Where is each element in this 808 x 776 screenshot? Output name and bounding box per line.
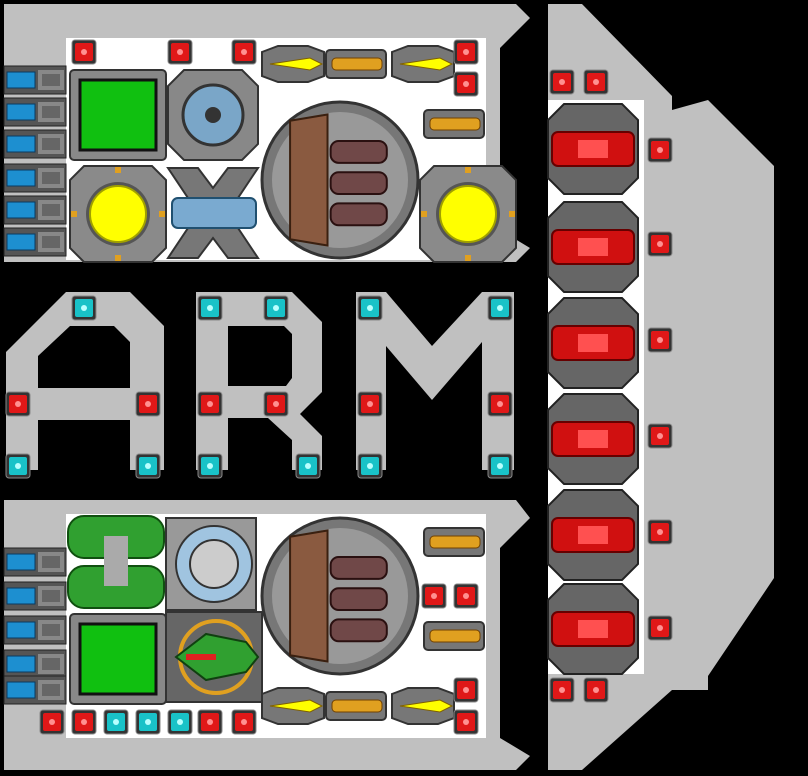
red-connector: [647, 327, 673, 353]
letter-r: [196, 292, 322, 470]
blue-battery-cell: [3, 65, 67, 95]
red-connector: [453, 39, 479, 65]
red-connector: [5, 391, 31, 417]
copper-rocket-pod: [260, 100, 420, 260]
dome-tank: [165, 517, 257, 611]
red-connector: [647, 137, 673, 163]
red-connector: [71, 39, 97, 65]
red-connector: [647, 423, 673, 449]
red-turret: [547, 583, 639, 675]
cyan-connector: [135, 453, 161, 479]
red-connector: [231, 709, 257, 735]
red-turret: [547, 201, 639, 293]
blue-battery-cell: [3, 227, 67, 257]
red-connector: [135, 391, 161, 417]
yellow-laser-gun: [325, 691, 387, 721]
cyan-connector: [197, 295, 223, 321]
blue-battery-cell: [3, 649, 67, 679]
red-connector: [263, 391, 289, 417]
copper-rocket-pod: [260, 516, 420, 676]
red-turret: [547, 393, 639, 485]
yellow-laser-gun: [261, 45, 325, 83]
blue-battery-cell: [3, 129, 67, 159]
cyan-connector: [5, 453, 31, 479]
green-screen-module: [69, 69, 167, 161]
red-turret: [547, 297, 639, 389]
yellow-laser-gun: [391, 687, 455, 725]
red-connector: [231, 39, 257, 65]
cyan-connector: [487, 295, 513, 321]
green-fuel-canister: [67, 515, 165, 609]
red-connector: [197, 709, 223, 735]
cyan-connector: [295, 453, 321, 479]
gear-hub: [167, 69, 259, 161]
red-turret: [547, 103, 639, 195]
blue-battery-cell: [3, 195, 67, 225]
red-connector: [197, 391, 223, 417]
x-clamp: [166, 167, 260, 259]
red-connector: [421, 583, 447, 609]
cyan-connector: [487, 453, 513, 479]
blue-battery-cell: [3, 97, 67, 127]
yellow-laser-gun: [391, 45, 455, 83]
red-connector: [583, 677, 609, 703]
red-connector: [647, 519, 673, 545]
red-connector: [71, 709, 97, 735]
yellow-reactor-core: [69, 165, 167, 263]
yellow-laser-gun: [423, 109, 485, 139]
blue-battery-cell: [3, 581, 67, 611]
blue-battery-cell: [3, 163, 67, 193]
blue-battery-cell: [3, 615, 67, 645]
red-connector: [549, 69, 575, 95]
red-connector: [453, 583, 479, 609]
yellow-laser-gun: [423, 527, 485, 557]
red-connector: [453, 677, 479, 703]
blue-battery-cell: [3, 675, 67, 705]
green-drone: [165, 611, 263, 703]
red-connector: [357, 391, 383, 417]
cyan-connector: [103, 709, 129, 735]
cyan-connector: [357, 295, 383, 321]
cyan-connector: [135, 709, 161, 735]
red-connector: [453, 709, 479, 735]
red-connector: [583, 69, 609, 95]
red-connector: [647, 615, 673, 641]
red-connector: [487, 391, 513, 417]
letter-m: [356, 292, 514, 470]
red-turret: [547, 489, 639, 581]
cyan-connector: [71, 295, 97, 321]
red-connector: [549, 677, 575, 703]
yellow-laser-gun: [261, 687, 325, 725]
yellow-laser-gun: [325, 49, 387, 79]
cyan-connector: [197, 453, 223, 479]
red-connector: [39, 709, 65, 735]
cyan-connector: [263, 295, 289, 321]
cyan-connector: [357, 453, 383, 479]
blue-battery-cell: [3, 547, 67, 577]
yellow-reactor-core: [419, 165, 517, 263]
red-connector: [167, 39, 193, 65]
cyan-connector: [167, 709, 193, 735]
red-connector: [647, 231, 673, 257]
yellow-laser-gun: [423, 621, 485, 651]
letter-a: [6, 292, 164, 470]
green-screen-module: [69, 613, 167, 705]
red-connector: [453, 71, 479, 97]
